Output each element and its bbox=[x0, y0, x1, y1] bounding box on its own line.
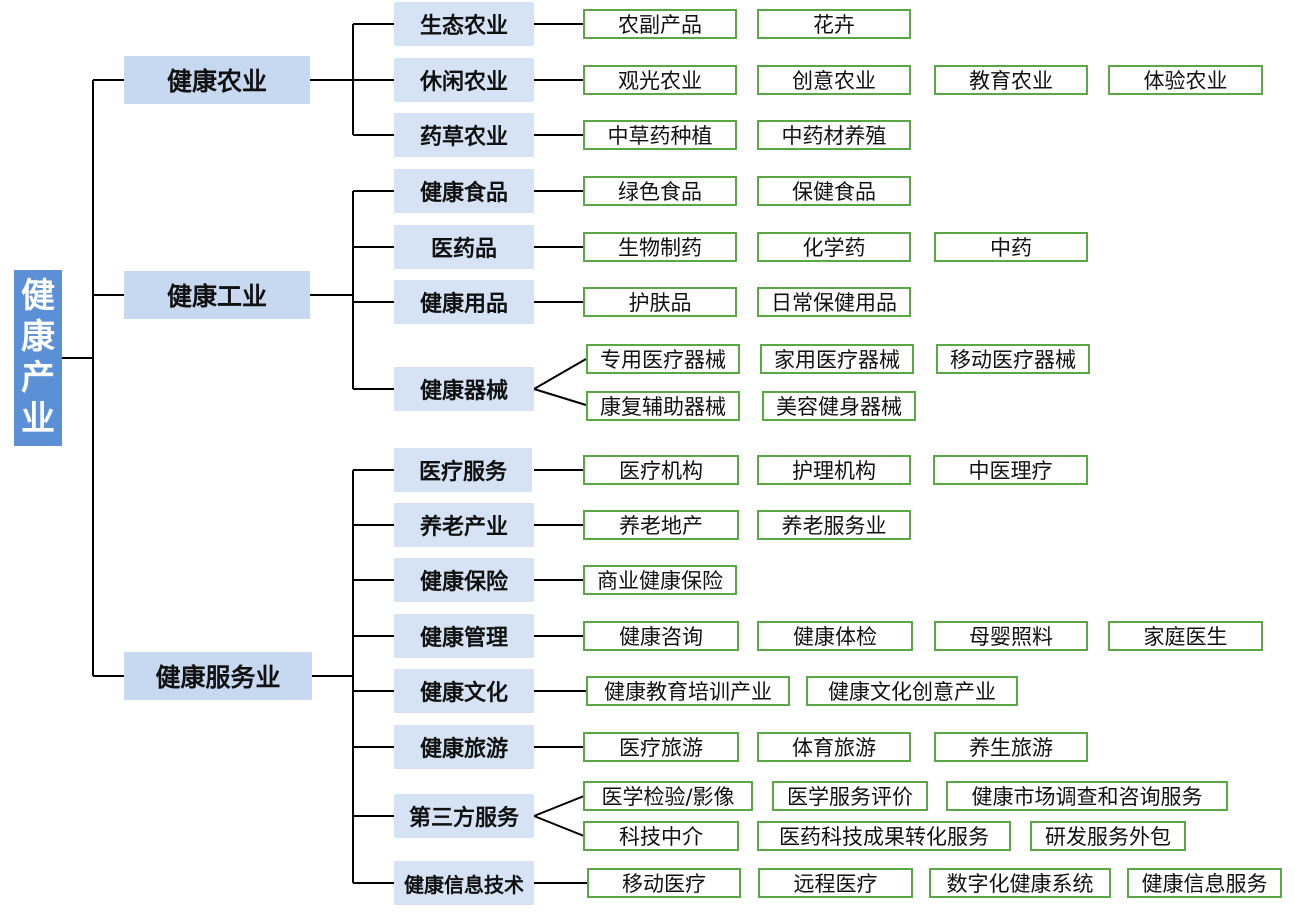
leaf-item: 护肤品 bbox=[583, 287, 737, 317]
node-leisure-agriculture: 休闲农业 bbox=[394, 58, 534, 102]
leaf-item: 护理机构 bbox=[757, 455, 911, 485]
leaf-item: 母婴照料 bbox=[934, 621, 1088, 651]
node-eco-agriculture: 生态农业 bbox=[394, 2, 534, 46]
node-health-tourism: 健康旅游 bbox=[394, 725, 534, 769]
leaf-item: 中医理疗 bbox=[933, 455, 1088, 485]
node-health-food: 健康食品 bbox=[394, 169, 534, 213]
leaf-item: 教育农业 bbox=[934, 65, 1088, 95]
leaf-item: 中药材养殖 bbox=[757, 120, 911, 150]
leaf-item: 农副产品 bbox=[583, 9, 737, 39]
leaf-item: 数字化健康系统 bbox=[929, 868, 1111, 898]
leaf-item: 创意农业 bbox=[757, 65, 911, 95]
node-medical-services: 医疗服务 bbox=[394, 448, 532, 492]
leaf-item: 体育旅游 bbox=[757, 732, 911, 762]
leaf-item: 医药科技成果转化服务 bbox=[757, 821, 1011, 851]
leaf-item: 养生旅游 bbox=[934, 732, 1088, 762]
leaf-item: 医疗机构 bbox=[583, 455, 739, 485]
leaf-item: 中草药种植 bbox=[583, 120, 737, 150]
leaf-item: 远程医疗 bbox=[758, 868, 913, 898]
leaf-item: 观光农业 bbox=[583, 65, 737, 95]
leaf-item: 生物制药 bbox=[583, 232, 737, 262]
node-health-products: 健康用品 bbox=[394, 280, 534, 324]
node-health-it: 健康信息技术 bbox=[394, 861, 534, 905]
leaf-item: 养老地产 bbox=[583, 510, 739, 540]
leaf-item: 绿色食品 bbox=[583, 176, 737, 206]
branch-health-industry: 健康工业 bbox=[124, 271, 310, 319]
leaf-item: 商业健康保险 bbox=[583, 565, 737, 595]
branch-health-services: 健康服务业 bbox=[124, 652, 312, 700]
leaf-item: 专用医疗器械 bbox=[586, 344, 740, 374]
leaf-item: 家用医疗器械 bbox=[760, 344, 914, 374]
branch-health-agriculture: 健康农业 bbox=[124, 56, 310, 104]
node-pharmaceuticals: 医药品 bbox=[394, 225, 534, 269]
node-third-party-services: 第三方服务 bbox=[394, 794, 534, 838]
leaf-item: 美容健身器械 bbox=[762, 391, 916, 421]
node-herbal-agriculture: 药草农业 bbox=[394, 113, 534, 157]
root-node: 健康产业 bbox=[14, 270, 62, 446]
leaf-item: 健康体检 bbox=[757, 621, 913, 651]
leaf-item: 家庭医生 bbox=[1108, 621, 1263, 651]
node-health-insurance: 健康保险 bbox=[394, 558, 534, 602]
leaf-item: 医学服务评价 bbox=[772, 781, 928, 811]
leaf-item: 康复辅助器械 bbox=[586, 391, 740, 421]
root-label: 健康产业 bbox=[21, 276, 55, 439]
node-elderly-care: 养老产业 bbox=[394, 503, 534, 547]
leaf-item: 科技中介 bbox=[583, 821, 739, 851]
leaf-item: 花卉 bbox=[757, 9, 911, 39]
leaf-item: 健康市场调查和咨询服务 bbox=[946, 781, 1228, 811]
leaf-item: 移动医疗 bbox=[587, 868, 741, 898]
leaf-item: 健康信息服务 bbox=[1127, 868, 1282, 898]
leaf-item: 保健食品 bbox=[757, 176, 911, 206]
leaf-item: 体验农业 bbox=[1108, 65, 1263, 95]
leaf-item: 日常保健用品 bbox=[757, 287, 911, 317]
leaf-item: 健康教育培训产业 bbox=[586, 676, 790, 706]
leaf-item: 健康文化创意产业 bbox=[806, 676, 1018, 706]
leaf-item: 研发服务外包 bbox=[1030, 821, 1186, 851]
leaf-item: 中药 bbox=[934, 232, 1088, 262]
node-health-management: 健康管理 bbox=[394, 614, 534, 658]
leaf-item: 医学检验/影像 bbox=[583, 781, 753, 811]
leaf-item: 健康咨询 bbox=[583, 621, 739, 651]
node-health-culture: 健康文化 bbox=[394, 669, 534, 713]
leaf-item: 医疗旅游 bbox=[583, 732, 739, 762]
leaf-item: 养老服务业 bbox=[757, 510, 911, 540]
leaf-item: 化学药 bbox=[757, 232, 911, 262]
leaf-item: 移动医疗器械 bbox=[936, 344, 1090, 374]
node-health-devices: 健康器械 bbox=[394, 367, 534, 411]
